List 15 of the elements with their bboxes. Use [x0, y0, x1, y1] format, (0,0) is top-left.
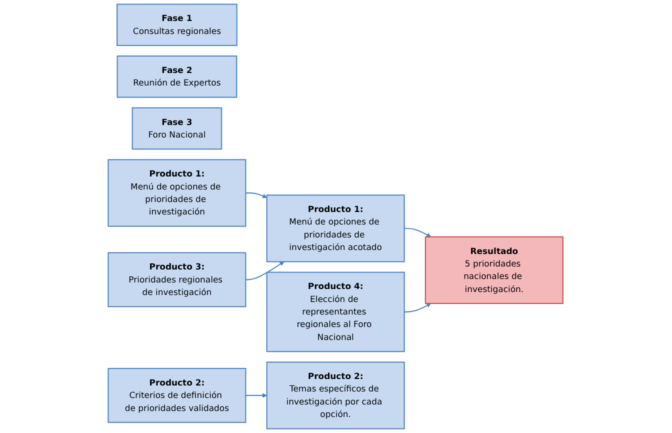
node-box: Fase 2 Reunión de Expertos: [117, 56, 238, 98]
arrow: [246, 192, 268, 198]
arrow: [246, 393, 268, 398]
arrow: [246, 261, 285, 280]
node-box: Fase 3 Foro Nacional: [132, 107, 223, 150]
node-box: Producto 2: Temas específicos de investigación por cada opción.: [266, 362, 406, 430]
node-box: Resultado 5 prioridades nacionales de investigación.: [425, 236, 564, 304]
node-box: Fase 1 Consultas regionales: [116, 4, 238, 46]
arrow: [404, 228, 432, 238]
node-box: Producto 2: Criterios de definición de prioridades validados: [108, 368, 247, 423]
node-box: Producto 3: Prioridades regionales de investigación: [108, 252, 247, 308]
arrow: [404, 303, 432, 312]
node-box: Producto 1: Menú de opciones de prioridades de investigación: [108, 159, 247, 227]
node-box: Producto 4: Elección de representantes regionales al Foro Nacional: [266, 272, 406, 352]
node-box: Producto 1: Menú de opciones de prioridades de investigación acotado: [266, 194, 406, 262]
